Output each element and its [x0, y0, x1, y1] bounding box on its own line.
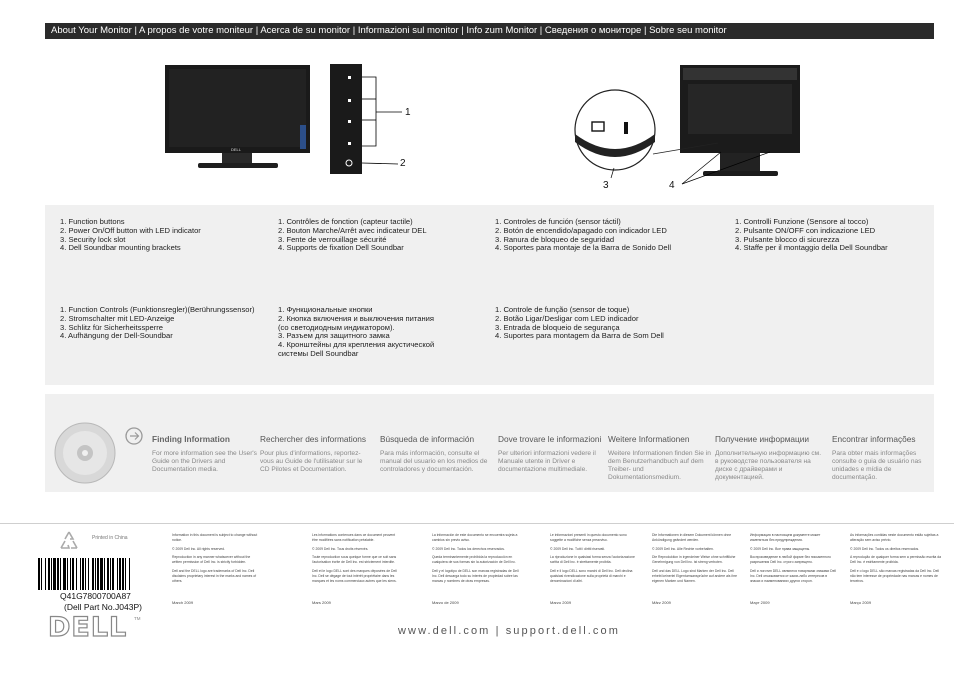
legal-italian: Le informazioni presenti in questo docum… — [550, 533, 635, 605]
specifications-panel — [45, 205, 934, 385]
power-icon — [345, 159, 353, 167]
arrow-right-icon — [125, 427, 143, 445]
zoom-circle — [574, 89, 656, 171]
cd-disc-icon — [54, 422, 143, 484]
spec-list-french: 1. Contrôles de fonction (capteur tactil… — [278, 217, 427, 253]
spec-list-portuguese: 1. Controle de função (sensor de toque)2… — [495, 305, 664, 341]
callout-4: 4 — [669, 180, 675, 191]
trademark-symbol: TM — [134, 616, 141, 621]
barcode — [35, 556, 158, 592]
callout-2: 2 — [400, 158, 406, 169]
header-banner: About Your Monitor | A propos de votre m… — [45, 23, 934, 39]
footer-divider — [0, 523, 954, 524]
function-button — [348, 99, 351, 102]
finding-info-portuguese: Encontrar informações Para obter mais in… — [832, 434, 922, 481]
monitor-back-illustration — [574, 65, 800, 185]
website-links[interactable]: www.dell.com | support.dell.com — [398, 625, 621, 637]
function-button — [348, 142, 351, 145]
legal-spanish: La información de este documento se encu… — [432, 533, 519, 605]
security-slot — [624, 122, 628, 134]
dell-logo: DELL — [47, 611, 128, 643]
callout-1: 1 — [405, 107, 411, 118]
spec-list-italian: 1. Controlli Funzione (Sensore al tocco)… — [735, 217, 888, 253]
front-dell-logo: DELL — [231, 147, 242, 152]
spec-list-german: 1. Function Controls (Funktionsregler)(B… — [60, 305, 255, 341]
legal-portuguese: As informações contidas neste documento … — [850, 533, 942, 605]
finding-info-french: Rechercher des informations Pour plus d'… — [260, 434, 367, 473]
finding-info-italian: Dove trovare le informazioni Per ulterio… — [498, 434, 602, 473]
printed-in-text: Printed in China — [92, 535, 128, 541]
function-button — [348, 120, 351, 123]
function-button — [348, 76, 351, 79]
callout-3: 3 — [603, 180, 609, 191]
button-panel-illustration — [330, 64, 402, 174]
finding-info-russian: Получение информации Дополнительную инфо… — [715, 434, 822, 481]
legal-german: Die Informationen in diesem Dokument kön… — [652, 533, 738, 605]
legal-english: Information in this document is subject … — [172, 533, 258, 605]
spec-list-spanish: 1. Controles de función (sensor táctil)2… — [495, 217, 672, 253]
finding-information-panel — [45, 394, 934, 492]
touch-sensor-strip — [300, 125, 306, 149]
monitor-front-illustration: DELL — [165, 65, 310, 168]
lock-icon — [591, 121, 605, 132]
barcode-number: Q41G7800700A87 — [60, 591, 131, 601]
finding-info-spanish: Búsqueda de información Para más informa… — [380, 434, 488, 473]
recycle-icon — [60, 531, 78, 549]
legal-russian: Информация в настоящем документе может и… — [750, 533, 837, 605]
finding-info-german: Weitere Informationen Weitere Informatio… — [608, 434, 711, 481]
legal-french: Les informations contenues dans ce docum… — [312, 533, 397, 605]
part-number: (Dell Part No.J043P) — [64, 602, 142, 612]
finding-info-english: Finding Information For more information… — [152, 434, 257, 473]
